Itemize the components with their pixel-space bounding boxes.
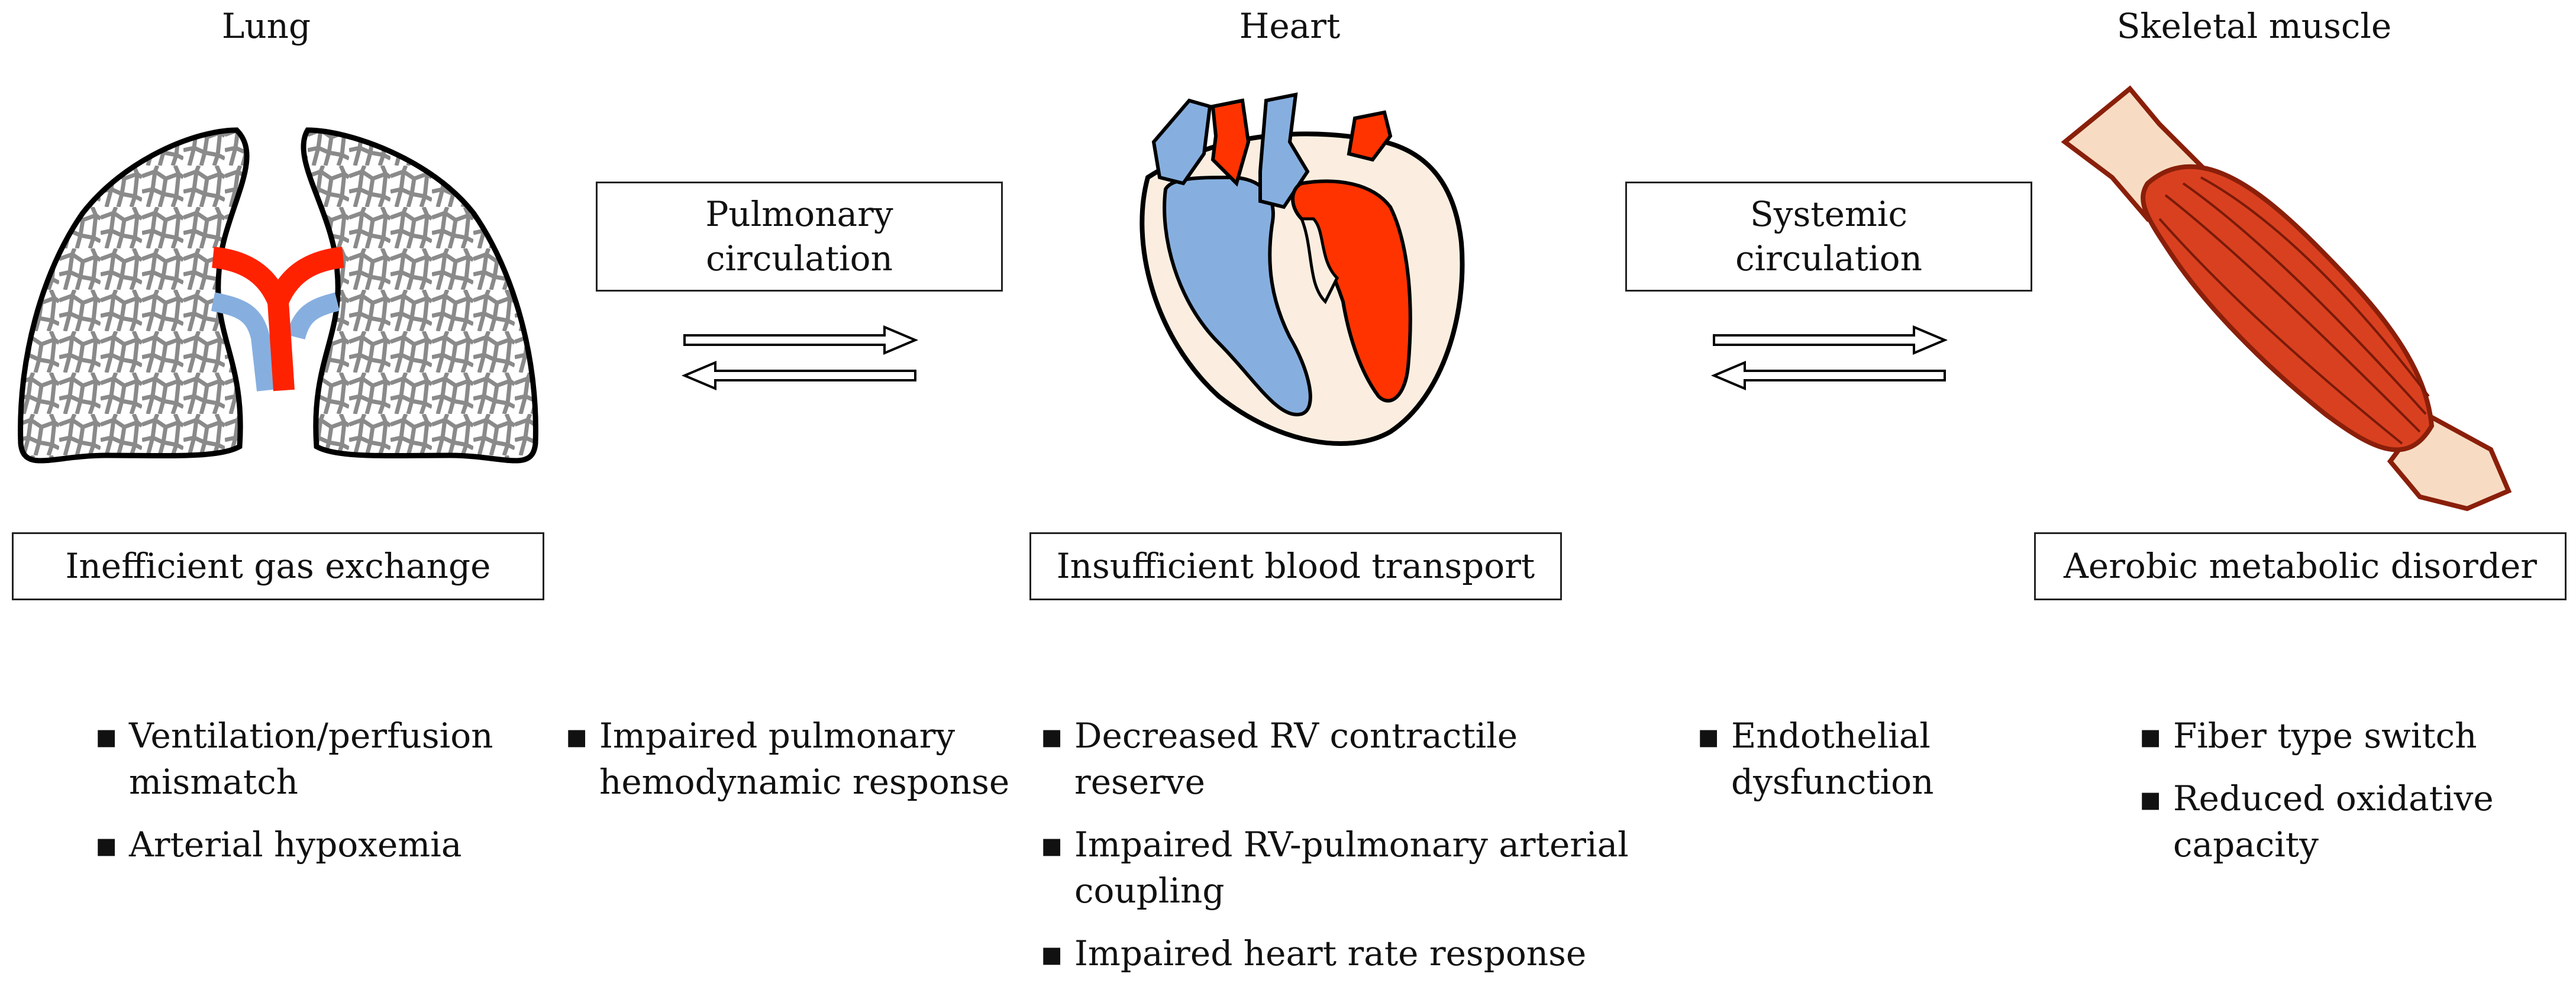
muscle-fiber <box>2158 218 2403 445</box>
pulmonary-label-line1: Pulmonary <box>705 193 893 234</box>
systemic-arrows <box>1710 325 1948 391</box>
bullet-icon: ▪ <box>1040 824 1064 865</box>
systemic-label-line2: circulation <box>1735 238 1922 279</box>
muscle-fiber <box>2200 176 2430 397</box>
muscle-fiber <box>2182 182 2427 415</box>
list-item: ▪Decreased RV contractile reserve <box>1040 713 1655 805</box>
lung-problem-box: Inefficient gas exchange <box>12 532 544 600</box>
pulmonary-circulation-box: Pulmonary circulation <box>596 182 1003 292</box>
bullet-icon: ▪ <box>1040 716 1064 756</box>
lung-illustration <box>18 127 538 464</box>
right-arrow-icon <box>683 325 919 355</box>
vena-cava <box>1151 98 1212 186</box>
systemic-details: ▪Endothelial dysfunction <box>1697 713 1945 821</box>
pulmonary-label-line2: circulation <box>706 238 893 279</box>
left-arrow-icon <box>1710 360 1946 391</box>
right-lung <box>301 127 538 464</box>
list-item: ▪Arterial hypoxemia <box>95 821 521 868</box>
list-item: ▪Ventilation/perfusion mismatch <box>95 713 521 805</box>
muscle-belly <box>2141 164 2435 452</box>
heart-details: ▪Decreased RV contractile reserve ▪Impai… <box>1040 713 1655 993</box>
heart-illustration <box>1139 92 1465 446</box>
lung-title: Lung <box>221 6 311 46</box>
pulmonary-arrows <box>681 325 919 391</box>
muscle-problem-label: Aerobic metabolic disorder <box>2064 545 2537 586</box>
bullet-icon: ▪ <box>95 824 118 865</box>
left-lung <box>18 127 250 464</box>
pulmonary-trunk <box>1258 92 1310 209</box>
heart-title: Heart <box>1239 6 1341 46</box>
heart-problem-box: Insufficient blood transport <box>1029 532 1562 600</box>
systemic-circulation-box: Systemic circulation <box>1625 182 2032 292</box>
muscle-problem-box: Aerobic metabolic disorder <box>2034 532 2567 600</box>
aorta-right <box>1347 110 1393 162</box>
list-item: ▪Impaired heart rate response <box>1040 930 1655 976</box>
septum <box>1299 217 1339 305</box>
muscle-details: ▪Fiber type switch ▪Reduced oxidative ca… <box>2139 713 2517 884</box>
list-item: ▪Impaired pulmonary hemodynamic response <box>565 713 1038 805</box>
list-item: ▪Reduced oxidative capacity <box>2139 775 2517 868</box>
pulmonary-details: ▪Impaired pulmonary hemodynamic response <box>565 713 1038 821</box>
bullet-icon: ▪ <box>2139 716 2162 756</box>
skeletal-muscle-illustration <box>2061 85 2512 512</box>
heart-problem-label: Insufficient blood transport <box>1056 545 1535 586</box>
list-item: ▪Fiber type switch <box>2139 713 2517 759</box>
pulmonary-vein <box>211 292 340 392</box>
bullet-icon: ▪ <box>95 716 118 756</box>
bullet-icon: ▪ <box>565 716 589 756</box>
list-item: ▪Impaired RV-pulmonary arterial coupling <box>1040 821 1655 914</box>
pulmonary-artery <box>211 247 345 392</box>
systemic-label-line1: Systemic <box>1750 193 1907 234</box>
bullet-icon: ▪ <box>1697 716 1720 756</box>
aorta-left <box>1210 98 1251 187</box>
bullet-icon: ▪ <box>1040 933 1064 973</box>
bullet-icon: ▪ <box>2139 778 2162 819</box>
left-arrow-icon <box>681 360 916 391</box>
lung-problem-label: Inefficient gas exchange <box>65 545 491 586</box>
muscle-fiber <box>2164 194 2421 433</box>
right-arrow-icon <box>1713 325 1948 355</box>
list-item: ▪Endothelial dysfunction <box>1697 713 1945 805</box>
skeletal-muscle-title: Skeletal muscle <box>2116 6 2392 46</box>
lung-details: ▪Ventilation/perfusion mismatch ▪Arteria… <box>95 713 521 884</box>
